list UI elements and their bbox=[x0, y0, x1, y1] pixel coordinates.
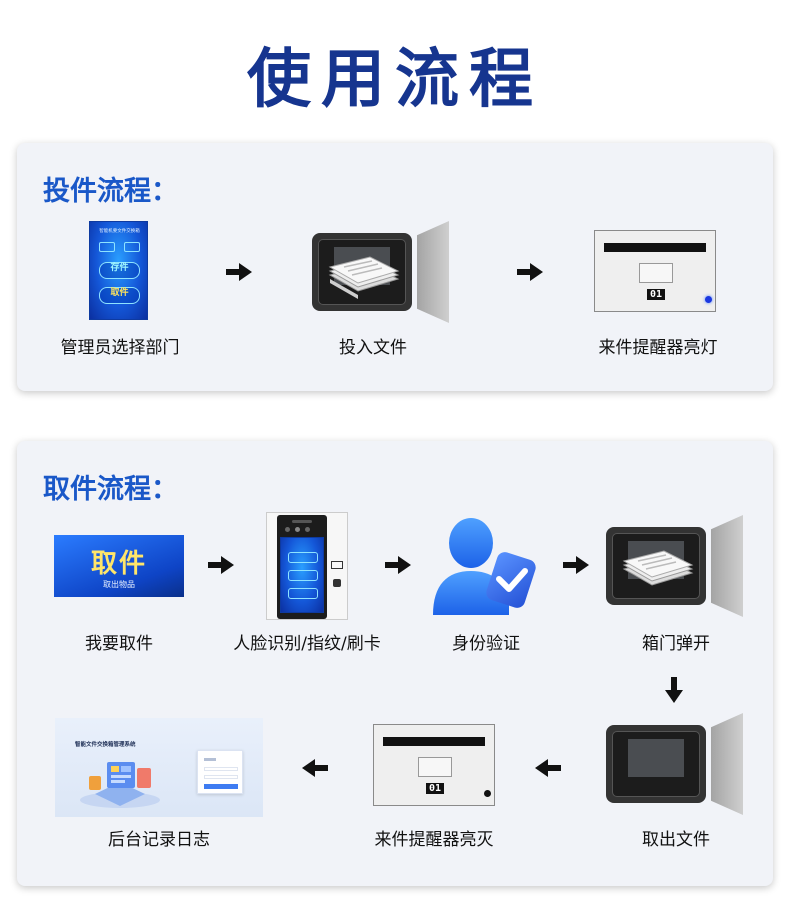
department-kiosk-image: 智能机要文件交换箱 存件 取件 bbox=[89, 221, 148, 320]
fingerprint-icon bbox=[333, 579, 341, 587]
backend-dashboard-image: 智能文件交换箱管理系统 bbox=[55, 718, 263, 817]
pickup-banner-title: 取件 bbox=[90, 549, 147, 579]
page-title: 使用流程 bbox=[247, 43, 543, 117]
dashboard-login-card bbox=[197, 750, 243, 794]
pickup-panel: 取件流程： 取件 取出物品 我要取件 人脸识别/指纹/刷卡 bbox=[17, 441, 773, 886]
arrow-down-icon bbox=[665, 677, 683, 703]
arrow-right-icon bbox=[226, 263, 252, 281]
pickup-step-2-label: 人脸识别/指纹/刷卡 bbox=[233, 634, 381, 654]
pickup-banner-image: 取件 取出物品 bbox=[54, 535, 184, 597]
arrow-left-icon bbox=[302, 759, 328, 777]
notifier-led-icon bbox=[705, 296, 712, 303]
deposit-step-1-label: 管理员选择部门 bbox=[60, 338, 180, 358]
notifier-number: 01 bbox=[647, 289, 665, 300]
card-reader-icon bbox=[331, 561, 343, 569]
arrow-left-icon bbox=[535, 759, 561, 777]
insert-document-image bbox=[312, 221, 452, 323]
document-stack-icon bbox=[622, 550, 694, 586]
dashboard-title: 智能文件交换箱管理系统 bbox=[75, 742, 136, 748]
pickup-step-7-label: 后台记录日志 bbox=[108, 830, 210, 850]
kiosk-header: 智能机要文件交换箱 bbox=[99, 229, 140, 234]
pickup-step-1-label: 我要取件 bbox=[85, 634, 153, 654]
arrow-right-icon bbox=[517, 263, 543, 281]
kiosk-store-button: 存件 bbox=[99, 262, 140, 279]
dashboard-illustration bbox=[80, 762, 160, 808]
notifier-off-image: 01 bbox=[373, 724, 495, 806]
open-door-panel bbox=[711, 713, 743, 815]
open-door-panel bbox=[711, 515, 743, 617]
pickup-step-5-label: 取出文件 bbox=[642, 830, 710, 850]
pickup-heading: 取件流程： bbox=[43, 474, 178, 505]
deposit-step-3-label: 来件提醒器亮灯 bbox=[598, 338, 718, 358]
notifier-lit-image: 01 bbox=[594, 230, 716, 312]
deposit-heading: 投件流程： bbox=[43, 176, 178, 207]
document-stack-icon bbox=[328, 256, 400, 299]
pickup-step-4-label: 箱门弹开 bbox=[642, 634, 710, 654]
deposit-step-2-label: 投入文件 bbox=[339, 338, 407, 358]
door-open-image bbox=[606, 515, 746, 619]
arrow-right-icon bbox=[208, 556, 234, 574]
identity-terminal-image bbox=[266, 512, 348, 620]
take-out-document-image bbox=[606, 711, 746, 815]
notifier-number: 01 bbox=[426, 783, 444, 794]
pickup-banner-subtitle: 取出物品 bbox=[103, 580, 135, 589]
pickup-step-3-label: 身份验证 bbox=[452, 634, 520, 654]
arrow-right-icon bbox=[563, 556, 589, 574]
kiosk-pickup-button: 取件 bbox=[99, 287, 140, 304]
pickup-step-6-label: 来件提醒器亮灭 bbox=[374, 830, 494, 850]
notifier-led-icon bbox=[484, 790, 491, 797]
arrow-right-icon bbox=[385, 556, 411, 574]
deposit-panel: 投件流程： 智能机要文件交换箱 存件 取件 管理员选择部门 bbox=[17, 143, 773, 391]
open-door-panel bbox=[417, 221, 449, 323]
identity-verified-icon bbox=[433, 518, 536, 615]
